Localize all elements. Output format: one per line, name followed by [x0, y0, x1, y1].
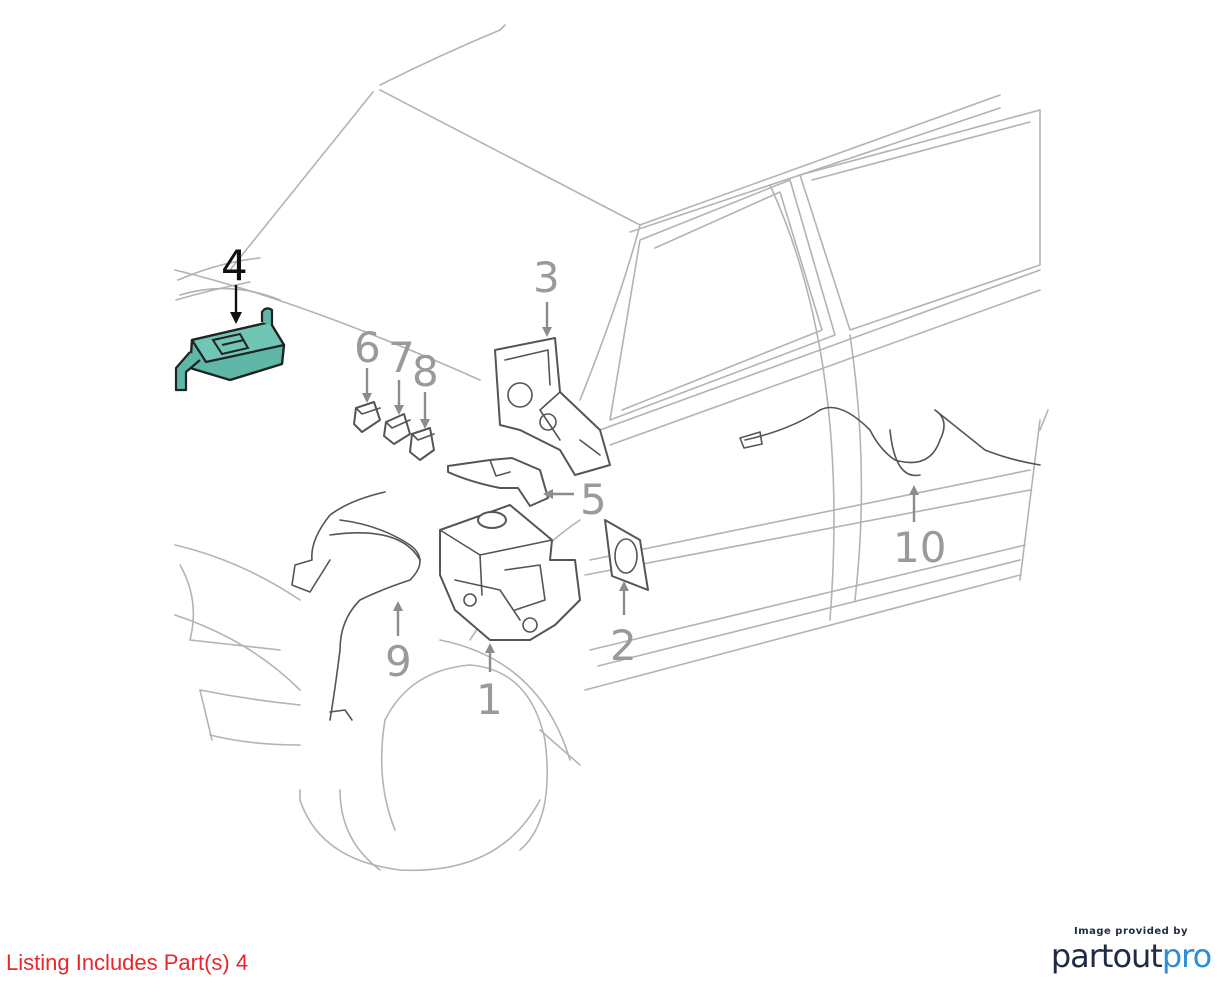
callout-4: 4	[221, 241, 248, 324]
svg-text:10: 10	[893, 523, 946, 572]
callout-8: 8	[412, 347, 439, 429]
svg-text:5: 5	[580, 475, 607, 524]
svg-text:6: 6	[354, 323, 381, 372]
callout-5: 5	[543, 475, 607, 524]
listing-includes-text: Listing Includes Part(s) 4	[6, 950, 249, 975]
callout-3: 3	[533, 253, 560, 337]
brand-part-1: partout	[1050, 937, 1163, 975]
part-10-harness[interactable]	[739, 406, 1041, 477]
part-4-abs-module[interactable]	[174, 307, 286, 392]
part-8-relay[interactable]	[409, 427, 435, 461]
vehicle-outline	[174, 24, 1049, 872]
part-9-harness[interactable]	[291, 491, 421, 721]
svg-text:1: 1	[476, 675, 503, 724]
part-6-relay[interactable]	[353, 401, 381, 433]
callout-2: 2	[610, 581, 637, 670]
credit-small-text: Image provided by	[1074, 926, 1188, 937]
callout-1: 1	[476, 643, 503, 724]
callout-7: 7	[388, 333, 415, 415]
brand-part-2: pro	[1161, 937, 1212, 975]
svg-text:9: 9	[385, 637, 412, 686]
svg-text:7: 7	[388, 333, 415, 382]
svg-text:4: 4	[221, 241, 248, 290]
part-1-master-cylinder[interactable]	[439, 504, 581, 641]
part-7-relay[interactable]	[383, 413, 411, 445]
callout-9: 9	[385, 601, 412, 686]
partoutpro-logo: partoutpro	[1046, 937, 1216, 975]
callout-10: 10	[893, 485, 946, 572]
svg-text:8: 8	[412, 347, 439, 396]
svg-text:3: 3	[533, 253, 560, 302]
svg-text:2: 2	[610, 621, 637, 670]
part-3-bracket[interactable]	[494, 337, 611, 476]
part-5-bracket[interactable]	[447, 457, 549, 507]
image-credit: Image provided by partoutpro	[1046, 926, 1216, 975]
part-2-gasket[interactable]	[604, 519, 649, 591]
callout-6: 6	[354, 323, 381, 403]
